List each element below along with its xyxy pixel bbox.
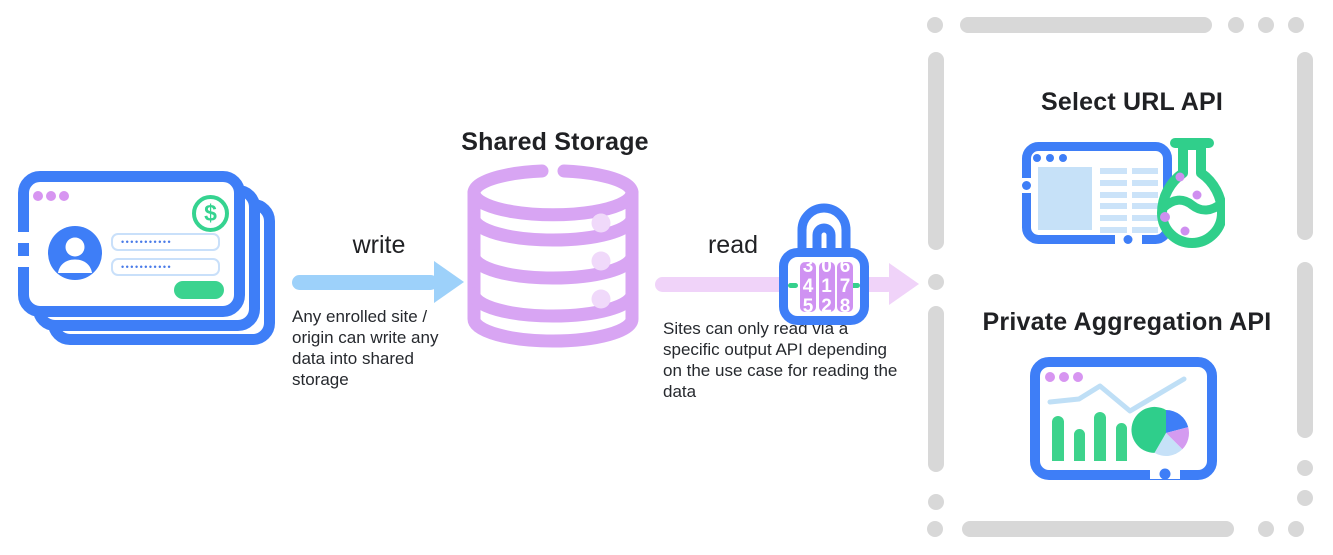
lock-dial: 6 7 8 xyxy=(837,262,853,312)
dashed-border-segment xyxy=(962,521,1234,537)
dashboard-chart-icon xyxy=(1030,357,1217,480)
window-control-dot xyxy=(59,191,69,201)
window-control-dot xyxy=(46,191,56,201)
dashed-border-segment xyxy=(928,274,944,290)
dial-digit: 0 xyxy=(821,262,832,277)
border-dot xyxy=(19,245,28,254)
dashed-border-segment xyxy=(1228,17,1244,33)
dashed-border-segment xyxy=(960,17,1212,33)
password-field[interactable]: ••••••••••• xyxy=(111,233,220,251)
dial-digit: 4 xyxy=(802,276,814,297)
dashed-border-segment xyxy=(1297,262,1313,438)
lock-dial: 3 4 5 xyxy=(800,262,816,312)
private-aggregation-api-title: Private Aggregation API xyxy=(982,308,1272,336)
dial-digit: 2 xyxy=(821,296,832,313)
dashed-border-segment xyxy=(1297,490,1313,506)
pie-chart-glyph xyxy=(1131,406,1189,457)
site-window-front: $ ••••••••••• ••••••••••• xyxy=(18,171,245,317)
dial-digit: 7 xyxy=(839,276,851,297)
read-label: read xyxy=(707,231,759,259)
bar-chart-glyph xyxy=(1052,412,1127,461)
dashed-border-segment xyxy=(1258,17,1274,33)
write-label: write xyxy=(352,231,406,259)
dial-digit: 6 xyxy=(839,262,851,277)
dashed-border-segment xyxy=(928,306,944,472)
shared-storage-title: Shared Storage xyxy=(461,128,649,156)
write-caption: Any enrolled site / origin can write any… xyxy=(292,307,439,390)
dollar-icon: $ xyxy=(192,195,229,232)
select-url-api-title: Select URL API xyxy=(1040,88,1224,116)
dashed-border-segment xyxy=(928,494,944,510)
dashed-border-segment xyxy=(1258,521,1274,537)
border-gap xyxy=(18,232,29,243)
dashed-border-segment xyxy=(1297,52,1313,240)
dashed-border-segment xyxy=(928,52,944,250)
dashed-border-segment xyxy=(927,17,943,33)
submit-button[interactable] xyxy=(174,281,224,299)
dashed-border-segment xyxy=(1288,521,1304,537)
password-field[interactable]: ••••••••••• xyxy=(111,258,220,276)
combination-lock-icon: 3 4 5 0 1 2 6 7 8 xyxy=(779,198,869,325)
dial-digit: 3 xyxy=(802,262,814,277)
write-arrow xyxy=(292,261,464,303)
window-control-dot xyxy=(33,191,43,201)
database-icon xyxy=(467,164,639,348)
lock-dial: 0 1 2 xyxy=(818,262,835,313)
browser-flask-icon xyxy=(1020,138,1225,248)
border-gap xyxy=(18,256,29,267)
dashed-border-segment xyxy=(1288,17,1304,33)
flask-icon xyxy=(1157,138,1225,248)
dial-digit: 5 xyxy=(802,296,814,313)
avatar-icon xyxy=(48,226,102,280)
dial-digit: 8 xyxy=(839,296,851,313)
dashed-border-segment xyxy=(927,521,943,537)
dial-digit: 1 xyxy=(821,276,832,297)
dashed-border-segment xyxy=(1297,460,1313,476)
read-caption: Sites can only read via a specific outpu… xyxy=(663,319,898,402)
